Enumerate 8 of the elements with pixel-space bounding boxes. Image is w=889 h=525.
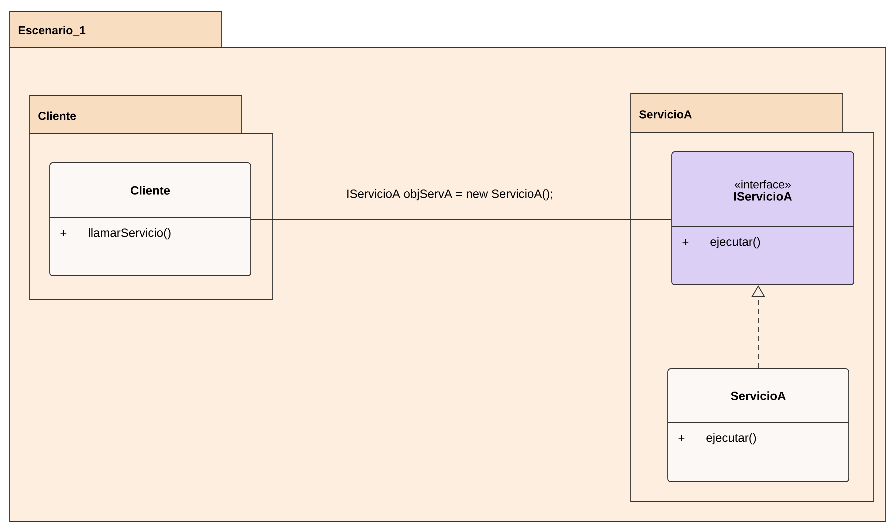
node-label: ServicioA: [640, 110, 692, 119]
class-box: Cliente + llamarServicio(): [50, 162, 252, 276]
edge-label: IServicioA objServA = new ServicioA();: [345, 188, 555, 202]
node-label: Escenario_1: [18, 26, 86, 36]
class-box: ServicioA + ejecutar(): [668, 368, 850, 482]
interface-box: «interface» IServicioA + ejecutar(): [672, 152, 854, 286]
connector: [251, 219, 672, 220]
node-label: Cliente: [38, 112, 76, 120]
